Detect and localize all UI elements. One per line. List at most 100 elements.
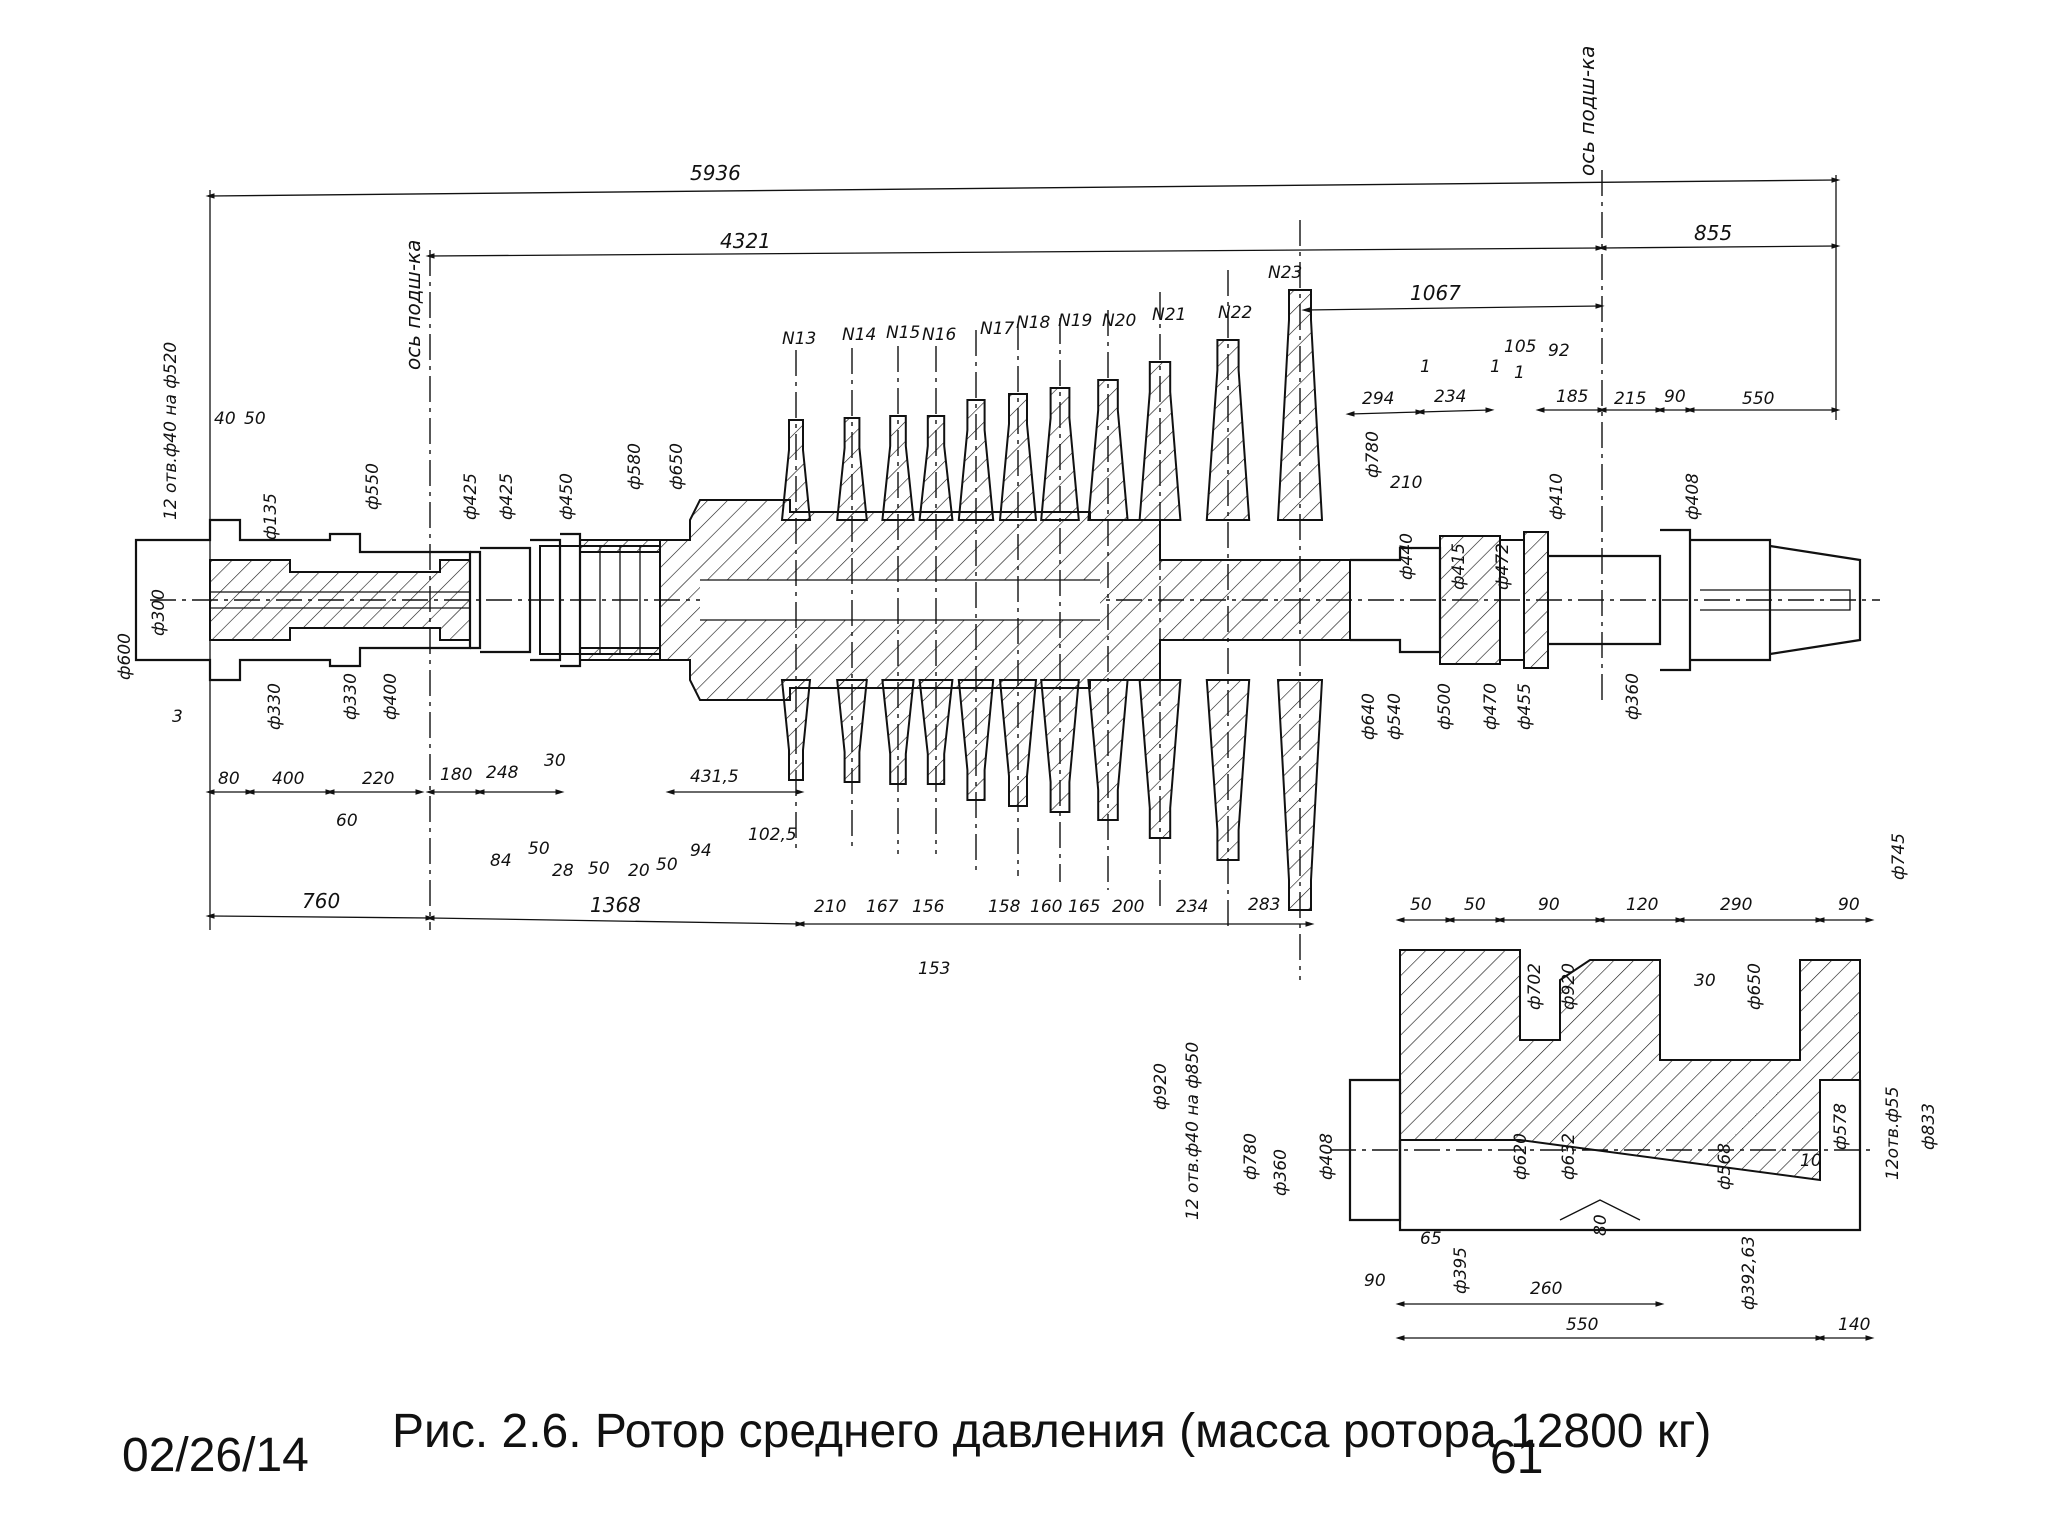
detail-dia-408: ф408 <box>1317 1133 1337 1180</box>
page-number: 61 <box>1490 1431 1544 1484</box>
dim-1067: 1067 <box>1410 281 1461 305</box>
dim-294: 294 <box>1362 389 1394 409</box>
dim-20: 20 <box>628 861 650 881</box>
dia-470: ф470 <box>1481 683 1501 730</box>
detail-dim-10: 10 <box>1800 1151 1822 1171</box>
detail-dim-260: 260 <box>1530 1279 1562 1299</box>
dia-135: ф135 <box>261 493 281 540</box>
dim-156: 156 <box>912 897 945 917</box>
detail-dia-920b: ф920 <box>1151 1063 1171 1110</box>
detail-dim-140: 140 <box>1838 1315 1870 1335</box>
stage-label-n23: N23 <box>1268 263 1302 283</box>
stage-label-n21: N21 <box>1152 305 1186 325</box>
bearing-axis-right: ось подш-ка <box>1575 46 1599 176</box>
dim-185: 185 <box>1556 387 1588 407</box>
dim-40: 40 <box>214 409 236 429</box>
detail-dia-702: ф702 <box>1525 963 1545 1010</box>
stage-label-n15: N15 <box>886 323 920 343</box>
dim-92: 92 <box>1548 341 1570 361</box>
stage-label-n18: N18 <box>1016 313 1051 333</box>
stage-label-n22: N22 <box>1218 303 1252 323</box>
detail-dia-920a: ф920 <box>1559 963 1579 1010</box>
stage-disk-bottom <box>1276 679 1324 911</box>
dim-431-5: 431,5 <box>690 767 739 787</box>
dim-283: 283 <box>1248 895 1280 915</box>
stage-label-n16: N16 <box>922 325 957 345</box>
dia-780: ф780 <box>1363 431 1383 478</box>
dim-80: 80 <box>218 769 240 789</box>
left-coupling <box>134 518 582 682</box>
top-right-dims: 294 234 1 1 105 1 92 185 215 90 550 210 <box>1345 337 1841 493</box>
detail-dim-30: 30 <box>1694 971 1716 991</box>
dim-30: 30 <box>544 751 566 771</box>
dia-410: ф410 <box>1547 473 1567 520</box>
dia-440: ф440 <box>1397 533 1417 580</box>
detail-holes-label: 12 отв.ф40 на ф850 <box>1183 1042 1203 1220</box>
dim-4321: 4321 <box>720 229 771 253</box>
dim-84: 84 <box>490 851 512 871</box>
stage-labels: N13 N14 N15 N16 N17 N18 N19 N20 N21 N22 … <box>782 263 1302 349</box>
detail-dia-650: ф650 <box>1745 963 1765 1010</box>
dia-330a: ф330 <box>265 683 285 730</box>
dia-360: ф360 <box>1623 673 1643 720</box>
dim-60: 60 <box>336 811 358 831</box>
dim-102-5: 102,5 <box>748 825 797 845</box>
rotor-body <box>659 499 1351 701</box>
dim-550: 550 <box>1742 389 1774 409</box>
dia-425a: ф425 <box>461 473 481 520</box>
dim-210: 210 <box>1390 473 1422 493</box>
dim-158: 158 <box>988 897 1021 917</box>
dim-210b: 210 <box>814 897 846 917</box>
seal-section <box>539 539 661 661</box>
bottom-dims: 80 400 220 180 248 30 431,5 60 84 50 28 … <box>205 751 1315 979</box>
dia-415: ф415 <box>1449 543 1469 590</box>
dim-220: 220 <box>362 769 394 789</box>
stage-label-n19: N19 <box>1058 311 1092 331</box>
dim-3: 3 <box>172 707 183 727</box>
dim-180: 180 <box>440 765 472 785</box>
dia-455: ф455 <box>1515 683 1535 730</box>
dim-234: 234 <box>1434 387 1466 407</box>
detail-dim-50b: 50 <box>1464 895 1486 915</box>
detail-dim-50a: 50 <box>1410 895 1432 915</box>
dim-50: 50 <box>244 409 266 429</box>
dia-300: ф300 <box>149 589 169 636</box>
stage-label-n13: N13 <box>782 329 816 349</box>
dim-5936: 5936 <box>690 161 741 185</box>
dia-472: ф472 <box>1493 543 1513 590</box>
dim-160: 160 <box>1030 897 1062 917</box>
dia-540: ф540 <box>1385 693 1405 740</box>
stage-disk-top <box>918 415 954 521</box>
dim-400: 400 <box>272 769 304 789</box>
dim-94: 94 <box>690 841 712 861</box>
rotor-drawing: 5936 4321 855 1067 ось подш-ка ось подш-… <box>115 46 1939 1341</box>
detail-dim-90c: 90 <box>1364 1271 1386 1291</box>
detail-dim-80: 80 <box>1591 1214 1611 1236</box>
detail-dim-90: 90 <box>1538 895 1560 915</box>
stage-label-n20: N20 <box>1102 311 1136 331</box>
stage-disks <box>780 220 1324 980</box>
dia-500: ф500 <box>1435 683 1455 730</box>
dim-215: 215 <box>1614 389 1646 409</box>
stage-label-n14: N14 <box>842 325 876 345</box>
dia-330b: ф330 <box>341 673 361 720</box>
stage-disk-top <box>836 417 868 521</box>
dia-640: ф640 <box>1359 693 1379 740</box>
dim-90: 90 <box>1664 387 1686 407</box>
detail-dim-290: 290 <box>1720 895 1752 915</box>
stage-disk-top <box>881 415 915 521</box>
detail-dia-578: ф578 <box>1831 1103 1851 1150</box>
stage-disk-bottom <box>998 679 1038 807</box>
dim-1b: 1 <box>1490 357 1501 377</box>
stage-disk-bottom <box>1205 679 1251 861</box>
right-shaft <box>1350 528 1862 672</box>
dim-1c: 1 <box>1514 363 1525 383</box>
detail-dia-568: ф568 <box>1715 1143 1735 1190</box>
dim-105: 105 <box>1504 337 1536 357</box>
dim-153: 153 <box>918 959 950 979</box>
detail-dim-550: 550 <box>1566 1315 1598 1335</box>
dia-580: ф580 <box>625 443 645 490</box>
dim-248: 248 <box>486 763 519 783</box>
detail-dia-395: ф395 <box>1451 1247 1471 1294</box>
dim-50c: 50 <box>656 855 678 875</box>
